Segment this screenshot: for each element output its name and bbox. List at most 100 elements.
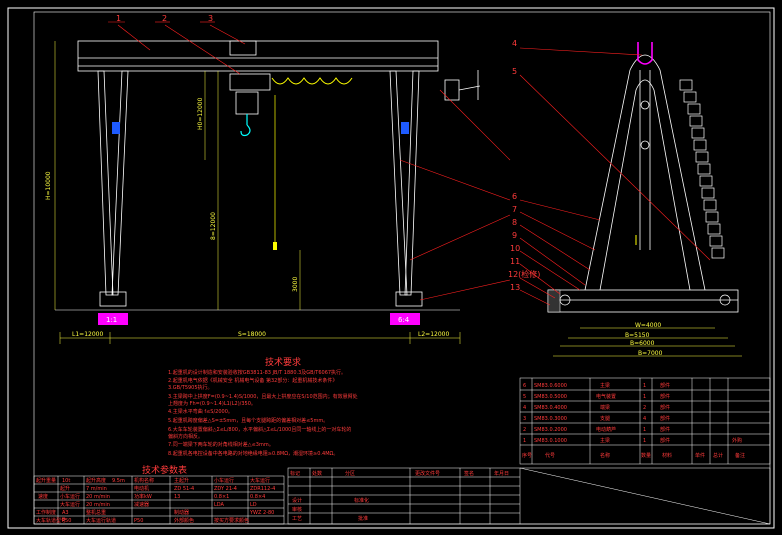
svg-text:小车运行: 小车运行 — [214, 477, 234, 484]
svg-text:2: 2 — [643, 405, 646, 411]
left-foot-label: 1:1 — [106, 316, 117, 324]
svg-text:20 m/min: 20 m/min — [86, 494, 110, 500]
svg-text:20 m/min: 20 m/min — [86, 502, 110, 508]
svg-text:SM83.0.1000: SM83.0.1000 — [534, 438, 567, 444]
svg-text:1: 1 — [643, 394, 646, 400]
svg-text:P50: P50 — [134, 518, 143, 524]
svg-text:名称: 名称 — [600, 452, 610, 459]
svg-text:上翘度为 Fh=(0.9~1.4)L1(L2)/350。: 上翘度为 Fh=(0.9~1.4)L1(L2)/350。 — [168, 400, 256, 407]
svg-text:10t: 10t — [62, 478, 70, 484]
svg-text:1: 1 — [523, 438, 526, 444]
right-end-truck — [395, 291, 423, 307]
cross-leaders — [399, 89, 511, 301]
callout-4: 4 — [512, 39, 517, 48]
dim-base-width: W=4000 — [635, 322, 661, 329]
callout-6: 6 — [512, 192, 517, 201]
svg-text:设计: 设计 — [292, 497, 302, 504]
callout-9: 9 — [512, 231, 517, 240]
svg-text:大车轨道型号: 大车轨道型号 — [36, 517, 66, 524]
svg-text:0.8×4: 0.8×4 — [250, 494, 265, 500]
callout-10: 10 — [510, 244, 520, 253]
callout-2: 2 — [162, 14, 167, 23]
svg-text:功率kW: 功率kW — [134, 493, 152, 500]
front-hook — [240, 114, 251, 137]
parts-list-text: 6 SM83.0.6000 主梁 1 部件 5 SM83.0.5000 电气装置… — [522, 382, 745, 459]
svg-text:1: 1 — [643, 383, 646, 389]
svg-text:工艺: 工艺 — [292, 516, 302, 522]
svg-text:5.起重机跨度偏差△S=±5mm，且每个支腿跨距的偏差相对差: 5.起重机跨度偏差△S=±5mm，且每个支腿跨距的偏差相对差≤5mm。 — [168, 417, 328, 424]
svg-text:9.5m: 9.5m — [112, 478, 125, 484]
svg-text:总计: 总计 — [713, 452, 723, 459]
callout-7: 7 — [512, 205, 517, 214]
svg-text:起升: 起升 — [60, 485, 70, 492]
svg-text:SM83.0.6000: SM83.0.6000 — [534, 383, 567, 389]
svg-text:部件: 部件 — [660, 437, 670, 444]
svg-text:端梁: 端梁 — [600, 404, 610, 411]
svg-text:部件: 部件 — [660, 404, 670, 411]
dim-lift-height: H0=12000 — [197, 97, 204, 130]
side-a-frame — [584, 54, 706, 291]
dim-span: S=18000 — [238, 331, 266, 338]
svg-text:偏斜方向相反。: 偏斜方向相反。 — [168, 433, 203, 440]
parts-list-grid — [519, 377, 771, 465]
svg-text:大车运行: 大车运行 — [250, 477, 270, 484]
right-leg-motor — [401, 122, 409, 134]
left-leg — [97, 70, 114, 296]
tech-params-grid — [33, 475, 285, 525]
svg-text:13: 13 — [174, 494, 180, 500]
svg-text:整机总重: 整机总重 — [86, 509, 106, 516]
callout-1: 1 — [116, 14, 121, 23]
dim-lift-height-2: 8=12000 — [210, 212, 217, 240]
dim-overall-width-2: B=7000 — [638, 350, 663, 357]
side-leaders — [519, 47, 711, 306]
svg-text:代号: 代号 — [545, 452, 555, 459]
svg-text:起升高度: 起升高度 — [86, 477, 106, 484]
svg-text:单件: 单件 — [695, 452, 705, 459]
svg-text:更改文件号: 更改文件号 — [415, 470, 440, 477]
title-block-grid — [287, 467, 771, 525]
svg-text:部件: 部件 — [660, 426, 670, 433]
front-view — [55, 40, 481, 311]
svg-text:2: 2 — [523, 427, 526, 433]
svg-text:2.起重机电气依据《机械安全 机械电气设备 第32部分：起重: 2.起重机电气依据《机械安全 机械电气设备 第32部分：起重机械技术条件》 — [168, 377, 337, 384]
dim-left-cantilever: L1=12000 — [72, 331, 103, 338]
left-leg-motor — [112, 122, 120, 134]
callout-13: 13 — [510, 283, 520, 292]
front-dimensions — [54, 41, 461, 344]
svg-text:起升重量: 起升重量 — [36, 477, 56, 484]
dim-total-height: H=10000 — [45, 171, 52, 200]
svg-text:处数: 处数 — [312, 470, 322, 477]
left-wheel-marker — [98, 313, 128, 325]
callout-3: 3 — [208, 14, 213, 23]
svg-text:1: 1 — [643, 438, 646, 444]
inner-frame — [33, 11, 771, 525]
svg-text:P50: P50 — [62, 518, 71, 524]
svg-text:4: 4 — [643, 416, 646, 422]
svg-text:电动机: 电动机 — [134, 485, 149, 492]
right-wheel-marker — [390, 313, 420, 325]
title-block-text: 标记 处数 分区 更改文件号 签名 年月日 设计 标准化 审核 工艺 批准 — [290, 470, 509, 522]
left-end-truck — [99, 291, 127, 307]
side-dimensions — [553, 327, 742, 357]
svg-text:部件: 部件 — [660, 382, 670, 389]
festoon-cable — [271, 77, 353, 85]
svg-text:按买方要求颜色: 按买方要求颜色 — [214, 517, 249, 524]
svg-text:SM83.0.3000: SM83.0.3000 — [534, 416, 567, 422]
svg-text:主起升: 主起升 — [174, 477, 189, 484]
tech-req-title: 技术要求 — [265, 356, 301, 368]
callout-11: 11 — [510, 257, 520, 266]
svg-text:大车运行轨道: 大车运行轨道 — [86, 517, 116, 524]
right-foot-label: 6:4 — [398, 316, 410, 324]
outer-frame — [7, 7, 775, 529]
callout-12: 12(检修) — [508, 269, 540, 279]
svg-text:0.8×1: 0.8×1 — [214, 494, 229, 500]
svg-text:ZDR112-4: ZDR112-4 — [250, 486, 275, 492]
svg-text:5: 5 — [523, 394, 526, 400]
svg-text:SM83.0.4000: SM83.0.4000 — [534, 405, 567, 411]
svg-text:A3: A3 — [62, 510, 69, 516]
svg-text:LD: LD — [250, 502, 257, 508]
svg-text:4.主梁水平弯曲 f≤S/2000。: 4.主梁水平弯曲 f≤S/2000。 — [168, 408, 233, 415]
svg-text:减速器: 减速器 — [134, 501, 149, 508]
svg-text:YWZ 2-80: YWZ 2-80 — [249, 510, 274, 516]
